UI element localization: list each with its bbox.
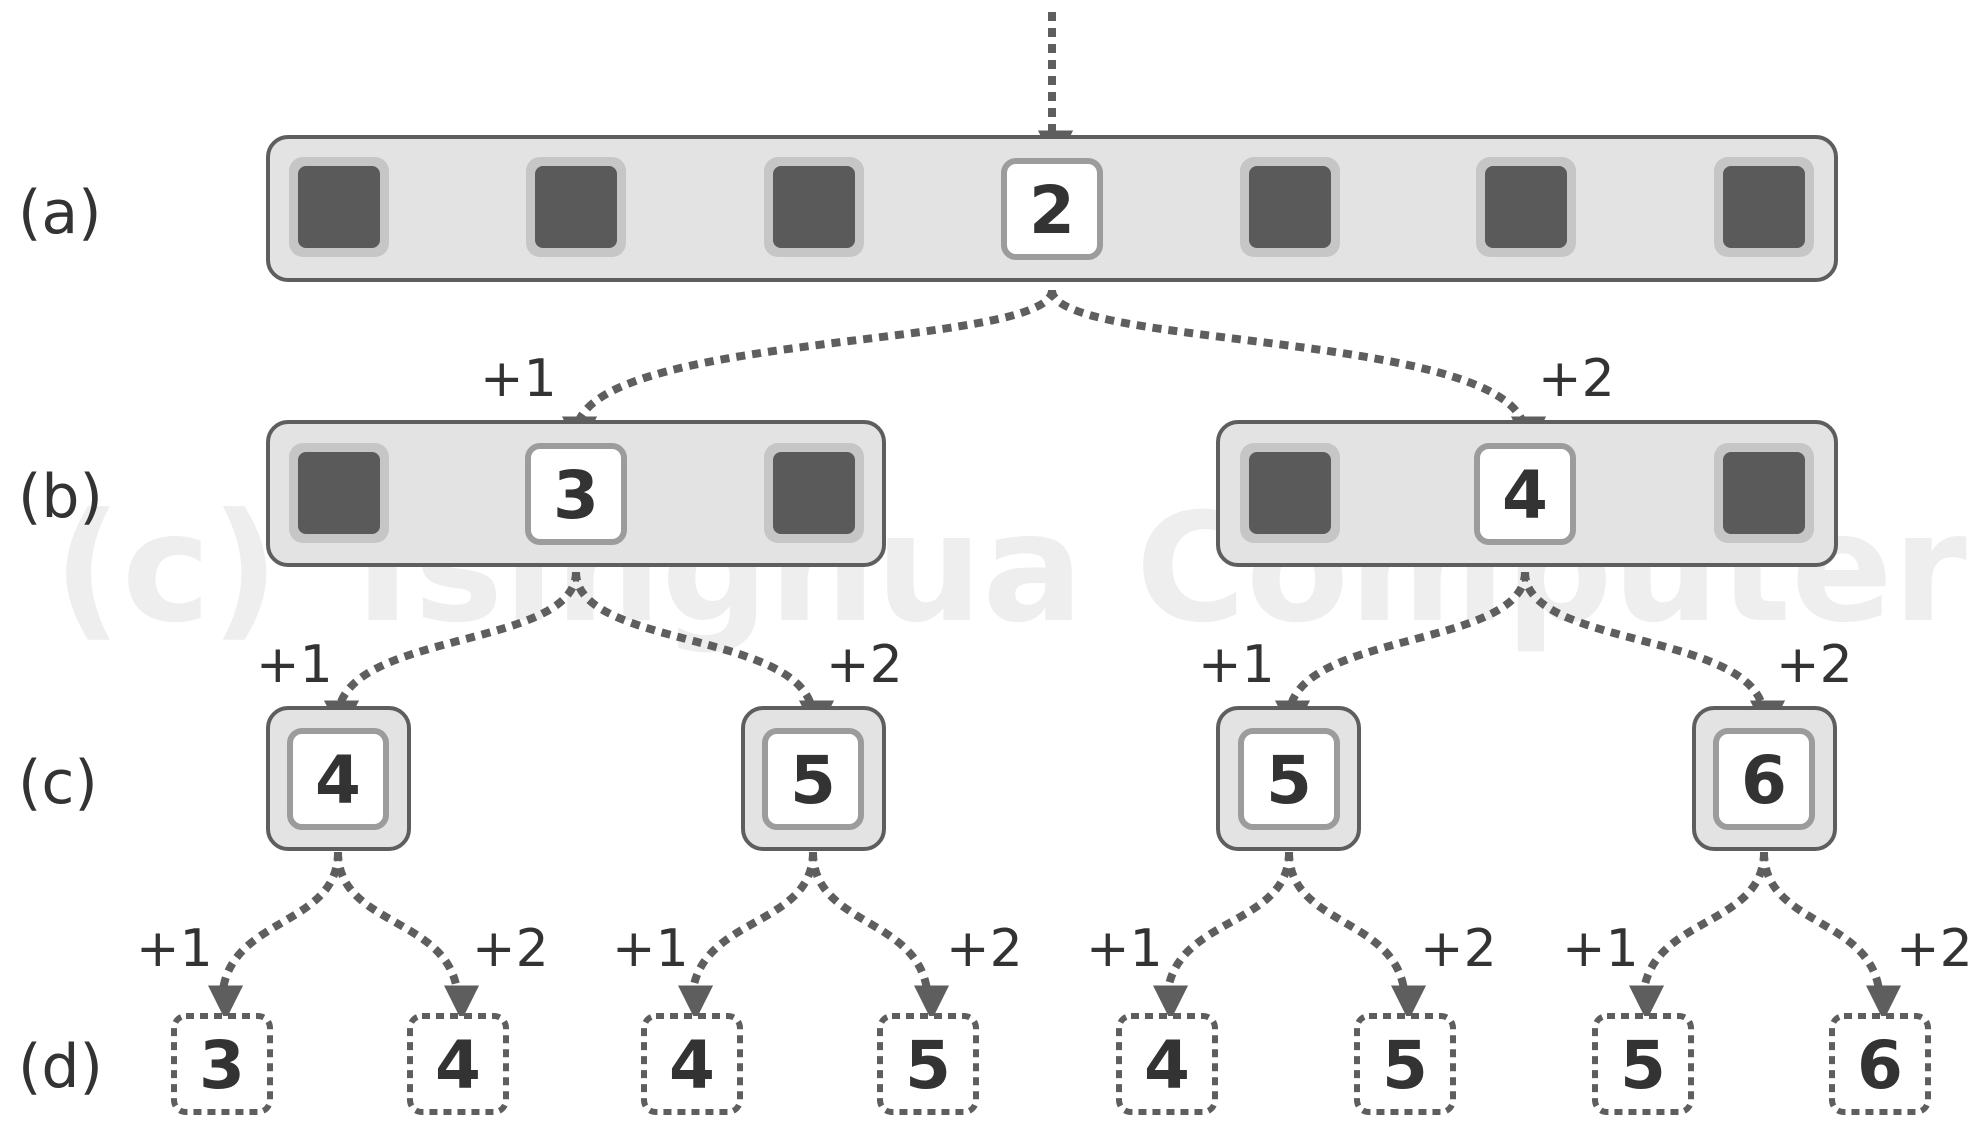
row-label-b: (b) (18, 462, 103, 532)
edge-label-c1-right: +2 (472, 919, 549, 979)
edge-label-c2-right: +2 (946, 919, 1023, 979)
edge-label-c1-left: +1 (136, 919, 213, 979)
edge-c2-to-d4 (809, 851, 950, 1021)
row-d-leaf-5-value: 4 (1144, 1027, 1190, 1104)
edge-c2-to-d3 (677, 851, 817, 1021)
row-a-group: 2 (266, 135, 1838, 282)
row-label-c: (c) (18, 748, 98, 818)
edge-b2-to-c3 (1274, 571, 1529, 736)
row-d-leaf-1 (171, 1013, 273, 1115)
row-c-node-4-cell (1713, 728, 1815, 830)
row-b-right-cell-3 (1723, 452, 1805, 534)
row-d-leaf-7 (1592, 1013, 1694, 1115)
edge-c4-to-d8 (1760, 851, 1902, 1021)
row-d-leaf-5 (1116, 1013, 1218, 1115)
row-c-node-1: 4 (266, 706, 411, 851)
edge-label-c4-left: +1 (1562, 919, 1639, 979)
row-c-node-1-value: 4 (315, 742, 361, 819)
edge-a-to-b-left (562, 288, 1056, 452)
row-d-leaf-8-value: 6 (1857, 1027, 1903, 1104)
edge-label-c4-right: +2 (1896, 919, 1973, 979)
row-a-cell-4 (1001, 158, 1103, 260)
row-d-leaf-6-value: 5 (1382, 1027, 1428, 1104)
row-d-leaf-3-value: 4 (669, 1027, 715, 1104)
edge-label-c3-left: +1 (1086, 919, 1163, 979)
row-a-cell-6 (1485, 166, 1567, 248)
edge-label-b2-left: +1 (1198, 635, 1275, 695)
row-d-leaf-6 (1354, 1013, 1456, 1115)
row-b-right-cell-1 (1249, 452, 1331, 534)
edge-labels: +1 +2 +1 +2 +1 +2 +1 +2 +1 +2 +1 +2 +1 +… (136, 349, 1973, 979)
row-b-right-cell-2 (1474, 443, 1576, 545)
edge-label-b2-right: +2 (1776, 635, 1853, 695)
row-c-node-4: 6 (1692, 706, 1837, 851)
edge-label-c2-left: +1 (612, 919, 689, 979)
edge-c3-to-d6 (1285, 851, 1427, 1021)
row-d-leaf-7-value: 5 (1620, 1027, 1666, 1104)
row-a-cell-5 (1249, 166, 1331, 248)
row-b-group-right: 4 (1216, 420, 1838, 567)
row-b-right-cell-2-value: 4 (1502, 457, 1548, 534)
row-d-leaf-3 (641, 1013, 743, 1115)
edge-label-b1-left: +1 (256, 635, 333, 695)
row-d-leaf-8 (1829, 1013, 1931, 1115)
row-d-leaf-2-value: 4 (435, 1027, 481, 1104)
row-c-node-2: 5 (741, 706, 886, 851)
row-c-node-3: 5 (1216, 706, 1361, 851)
row-b-left-cell-2-value: 3 (553, 457, 599, 534)
row-b-left-cell-1 (298, 452, 380, 534)
row-c-node-3-value: 5 (1266, 742, 1312, 819)
row-d-leaf-2 (407, 1013, 509, 1115)
edge-label-c3-right: +2 (1420, 919, 1497, 979)
edge-label-a-left: +1 (480, 349, 557, 409)
row-label-a: (a) (18, 178, 102, 248)
edge-b2-to-c4 (1521, 571, 1786, 736)
row-d-leaf-1-value: 3 (199, 1027, 245, 1104)
edge-label-b1-right: +2 (826, 635, 903, 695)
edge-c1-to-d2 (334, 851, 480, 1021)
edge-b1-to-c1 (323, 571, 580, 736)
edge-label-a-right: +2 (1538, 349, 1615, 409)
row-d-leaves: 3 4 4 5 4 5 5 6 (171, 1013, 1931, 1115)
row-c-node-4-value: 6 (1741, 742, 1787, 819)
row-d-leaf-4-value: 5 (905, 1027, 951, 1104)
edge-c3-to-d5 (1152, 851, 1293, 1021)
edge-c1-to-d1 (207, 851, 342, 1021)
row-c-node-2-value: 5 (790, 742, 836, 819)
edges (207, 12, 1902, 1021)
row-d-leaf-4 (877, 1013, 979, 1115)
row-c-node-2-cell (762, 728, 864, 830)
row-b-group-left: 3 (266, 420, 886, 567)
row-c-node-3-cell (1238, 728, 1340, 830)
row-b-left-cell-2 (525, 443, 627, 545)
edge-c4-to-d7 (1628, 851, 1768, 1021)
row-b-left-cell-3 (773, 452, 855, 534)
row-a-cell-2 (535, 166, 617, 248)
row-a-cell-3 (773, 166, 855, 248)
row-a-cell-1 (298, 166, 380, 248)
row-a-cell-4-value: 2 (1029, 172, 1075, 249)
row-label-d: (d) (18, 1032, 103, 1102)
edge-a-to-b-right (1048, 288, 1547, 452)
row-c-node-1-cell (287, 728, 389, 830)
edge-b1-to-c2 (572, 571, 835, 736)
row-a-cell-7 (1723, 166, 1805, 248)
